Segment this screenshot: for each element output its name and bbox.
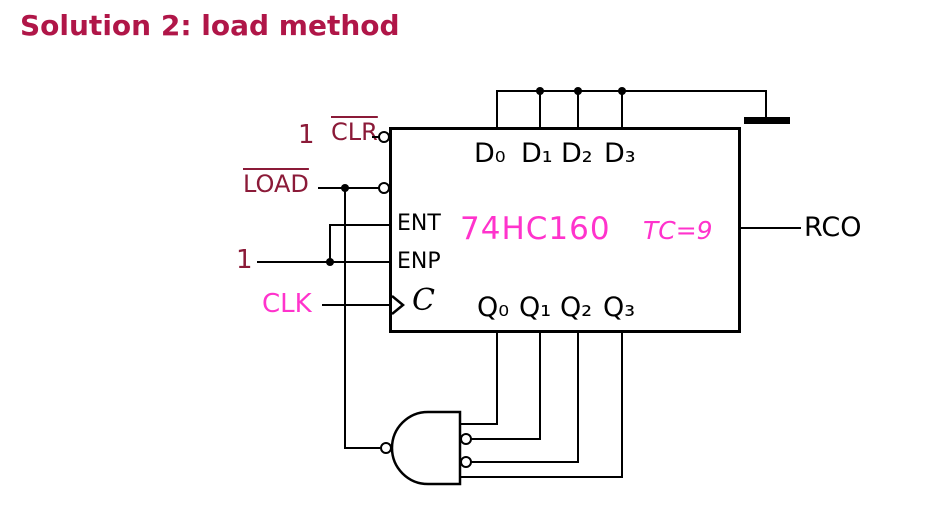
- wire-q0-horizontal: [460, 423, 498, 425]
- ground-symbol: [744, 117, 790, 124]
- wire-d1-stub: [539, 90, 541, 128]
- wire-d3-stub: [621, 90, 623, 128]
- wire-ent-enp-jumper: [329, 224, 331, 263]
- pin-label-q2: Q₂: [560, 292, 593, 323]
- inversion-bubble-gate-output: [380, 442, 392, 454]
- wire-q1-horizontal: [471, 438, 541, 440]
- chip-name-label: 74HC160: [460, 211, 611, 247]
- wire-d2-stub: [577, 90, 579, 128]
- wire-load-feedback: [344, 187, 346, 449]
- junction-dot: [326, 258, 334, 266]
- clr-signal-label: CLR: [331, 118, 378, 146]
- pin-label-ent: ENT: [397, 211, 441, 236]
- inversion-bubble-q1-input: [460, 433, 472, 445]
- wire-clk: [322, 304, 390, 306]
- wire-gate-output: [345, 447, 380, 449]
- pin-label-d2: D₂: [561, 138, 593, 169]
- load-signal-label: LOAD: [243, 170, 309, 198]
- wire-to-ground: [765, 90, 767, 118]
- clr-constant-label: 1: [298, 120, 315, 150]
- pin-label-clock: C: [412, 283, 435, 318]
- enable-constant-label: 1: [236, 245, 253, 275]
- wire-q3-horizontal: [460, 476, 623, 478]
- wire-d0-stub: [496, 90, 498, 128]
- pin-label-enp: ENP: [397, 249, 441, 274]
- pin-label-q0: Q₀: [477, 292, 510, 323]
- inversion-bubble-q2-input: [460, 456, 472, 468]
- wire-d-bus: [496, 90, 767, 92]
- pin-label-d1: D₁: [521, 138, 553, 169]
- junction-dot: [618, 87, 626, 95]
- wire-clr: [372, 136, 379, 138]
- pin-label-q3: Q₃: [603, 292, 636, 323]
- wire-q1-vertical: [539, 333, 541, 440]
- wire-q2-horizontal: [471, 461, 579, 463]
- wire-q3-vertical: [621, 333, 623, 478]
- junction-dot: [574, 87, 582, 95]
- inversion-bubble-load: [378, 182, 390, 194]
- wire-enp: [257, 261, 390, 263]
- load-detect-nand-gate: [390, 410, 462, 486]
- junction-dot: [536, 87, 544, 95]
- slide-title: Solution 2: load method: [20, 9, 400, 42]
- wire-q0-vertical: [496, 333, 498, 425]
- wire-q2-vertical: [577, 333, 579, 463]
- pin-label-q1: Q₁: [519, 292, 552, 323]
- pin-label-d0: D₀: [474, 138, 506, 169]
- clk-signal-label: CLK: [262, 289, 312, 319]
- terminal-count-label: TC=9: [643, 216, 713, 245]
- inversion-bubble-clr: [378, 131, 390, 143]
- pin-label-d3: D₃: [604, 138, 636, 169]
- rco-signal-label: RCO: [804, 212, 862, 243]
- counter-chip-74hc160: [389, 127, 741, 333]
- wire-rco: [740, 227, 801, 229]
- clock-edge-icon: [391, 295, 405, 315]
- wire-ent: [329, 224, 390, 226]
